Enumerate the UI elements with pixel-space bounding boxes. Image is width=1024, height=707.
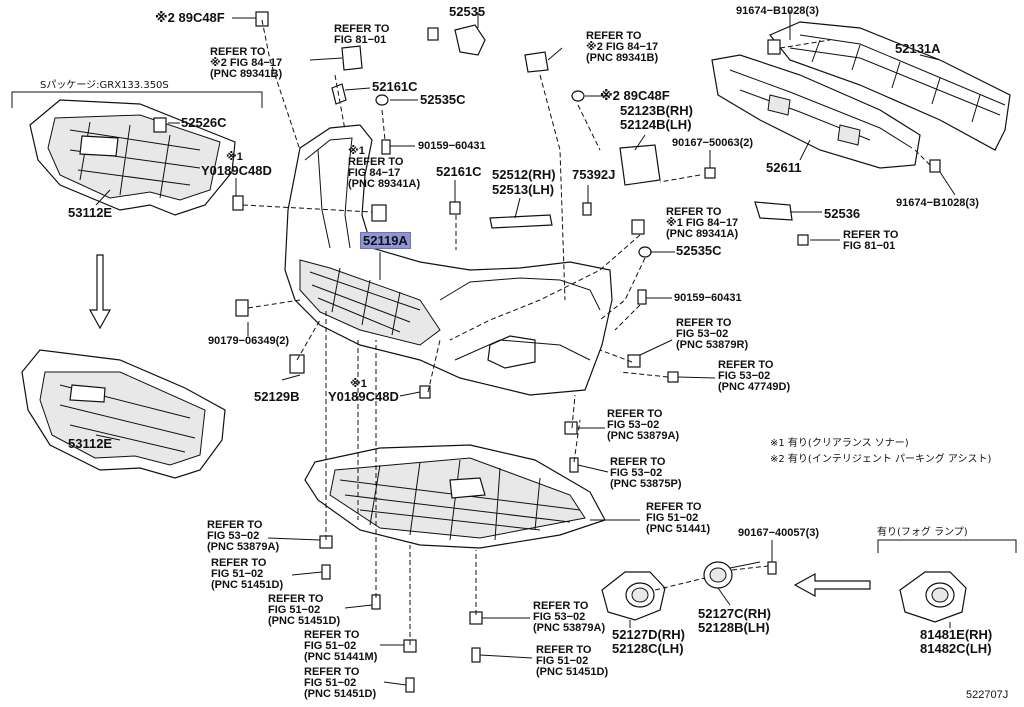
refer-fig-51-02-e: REFER TO FIG 51−02 (PNC 51451D) <box>304 666 377 700</box>
label-52512: 52512(RH) <box>492 167 556 182</box>
label-52123b: 52123B(RH) <box>620 103 693 118</box>
label-90179: 90179−06349(2) <box>208 335 290 347</box>
label-52513: 52513(LH) <box>492 182 555 197</box>
highlighted-part-52119a[interactable]: 52119A <box>360 232 411 249</box>
bumper-cover-52119a <box>284 124 613 396</box>
arrow-left-icon <box>793 572 871 598</box>
label-53112e-a: 53112E <box>68 205 113 220</box>
s-package-label: Sパッケージ:GRX133.350S <box>40 80 169 91</box>
fog-lamp-note: 有り(フォグ ランプ) <box>877 527 968 538</box>
refer-fig-84-17-c: ※1 REFER TO FIG 84−17 (PNC 89341A) <box>348 145 421 190</box>
fog-cover-52127d <box>601 571 666 621</box>
y0189-a-mark: ※1 <box>226 151 243 163</box>
refer-fig-53-02-f: REFER TO FIG 53−02 (PNC 53879A) <box>533 600 606 634</box>
label-52526c: 52526C <box>181 115 227 130</box>
label-81481e: 81481E(RH) <box>920 627 993 642</box>
refer-fig-81-01-b: REFER TO FIG 81−01 <box>843 229 899 252</box>
label-52161c-b: 52161C <box>436 164 482 179</box>
refer-fig-84-17-a: REFER TO ※2 FIG 84−17 (PNC 89341B) <box>210 46 283 80</box>
label-52161c-a: 52161C <box>372 79 418 94</box>
label-90167-b: 90167−40057(3) <box>738 527 820 539</box>
refer-fig-84-17-b: REFER TO ※2 FIG 84−17 (PNC 89341B) <box>586 30 659 64</box>
label-52128c: 52128C(LH) <box>612 641 684 656</box>
label-90159-b: 90159−60431 <box>674 292 742 304</box>
assembly-lines <box>242 19 931 645</box>
reinforcement-52131a <box>769 21 1011 151</box>
refer-fig-53-02-c: REFER TO FIG 53−02 (PNC 53879A) <box>607 408 680 442</box>
label-y0189c48d-a: Y0189C48D <box>201 163 272 178</box>
label-52128b: 52128B(LH) <box>698 620 770 635</box>
label-52535: 52535 <box>449 4 486 19</box>
note-2: ※2 有り(インテリジェント パーキング アシスト) <box>770 454 992 465</box>
label-52119a: 52119A <box>360 232 411 249</box>
lower-grille-53112e-top <box>29 99 236 216</box>
label-89c48f-a: ※2 89C48F <box>155 10 225 25</box>
refer-fig-51-02-d: REFER TO FIG 51−02 (PNC 51441M) <box>304 629 378 663</box>
refer-fig-51-02-a: REFER TO FIG 51−02 (PNC 51441) <box>646 501 711 535</box>
figure-id: 522707J <box>966 689 1009 701</box>
refer-fig-81-01-a: REFER TO FIG 81−01 <box>334 23 390 46</box>
refer-fig-53-02-e: REFER TO FIG 53−02 (PNC 53879A) <box>207 519 280 553</box>
label-52124b: 52124B(LH) <box>620 117 692 132</box>
refer-fig-51-02-b: REFER TO FIG 51−02 (PNC 51451D) <box>211 557 284 591</box>
label-90167-a: 90167−50063(2) <box>672 137 754 149</box>
label-75392j: 75392J <box>572 167 616 182</box>
label-53112e-b: 53112E <box>68 436 113 451</box>
fog-cover-81481e <box>899 571 967 623</box>
label-91674-a: 91674−B1028(3) <box>736 5 819 17</box>
label-52535c-a: 52535C <box>420 92 466 107</box>
fog-lamp-bracket <box>877 539 1017 553</box>
label-52129b: 52129B <box>254 389 300 404</box>
refer-fig-53-02-d: REFER TO FIG 53−02 (PNC 53875P) <box>610 456 682 490</box>
lower-grille-53112e-bottom <box>21 349 226 479</box>
label-52127c: 52127C(RH) <box>698 606 771 621</box>
label-52131a: 52131A <box>895 41 941 56</box>
s-package-bracket <box>11 91 263 108</box>
label-81482c: 81482C(LH) <box>920 641 992 656</box>
refer-fig-51-02-c: REFER TO FIG 51−02 (PNC 51451D) <box>268 593 341 627</box>
refer-fig-51-02-f: REFER TO FIG 51−02 (PNC 51451D) <box>536 644 609 678</box>
label-91674-b: 91674−B1028(3) <box>896 197 979 209</box>
refer-fig-53-02-a: REFER TO FIG 53−02 (PNC 53879R) <box>676 317 749 351</box>
refer-fig-84-17-d: REFER TO ※1 FIG 84−17 (PNC 89341A) <box>666 206 739 240</box>
label-52127d: 52127D(RH) <box>612 627 685 642</box>
label-52535c-b: 52535C <box>676 243 722 258</box>
y0189-b-mark: ※1 <box>350 378 367 390</box>
arrow-down-icon <box>88 254 112 330</box>
label-52611: 52611 <box>766 160 802 175</box>
note-1: ※1 有り(クリアランス ソナー) <box>770 438 909 449</box>
label-90159-a: 90159−60431 <box>418 140 486 152</box>
absorber-52611 <box>711 54 921 169</box>
refer-fig-53-02-b: REFER TO FIG 53−02 (PNC 47749D) <box>718 359 791 393</box>
leader-lines <box>95 10 956 686</box>
label-52536: 52536 <box>824 206 861 221</box>
engine-undercover <box>304 444 606 549</box>
fog-bracket-52127c <box>703 561 761 589</box>
label-y0189c48d-b: Y0189C48D <box>328 389 399 404</box>
label-89c48f-b: ※2 89C48F <box>600 88 670 103</box>
